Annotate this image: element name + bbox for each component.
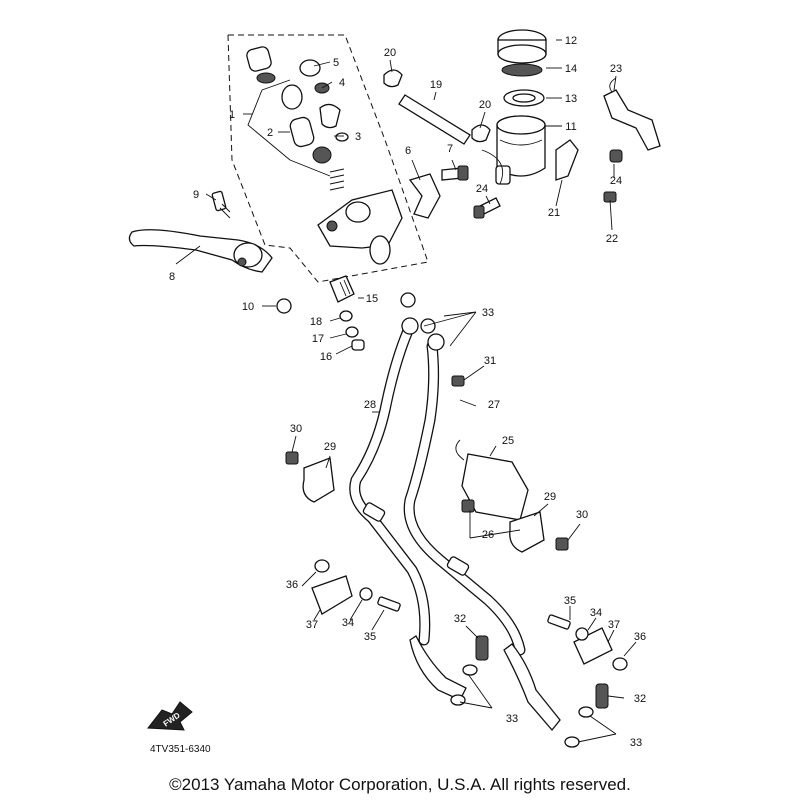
callout-33c: 33 [630, 737, 642, 749]
callout-labels: 1 2 3 4 5 6 7 8 9 10 11 12 13 14 15 16 1… [169, 35, 646, 749]
callout-32b: 32 [634, 693, 646, 705]
callout-20b: 20 [479, 99, 491, 111]
brake-hoses [349, 292, 561, 732]
callout-3: 3 [355, 131, 361, 143]
callout-9: 9 [193, 189, 199, 201]
callout-1: 1 [229, 109, 235, 121]
callout-35b: 35 [564, 595, 576, 607]
callout-37b: 37 [608, 619, 620, 631]
callout-36b: 36 [634, 631, 646, 643]
callout-37a: 37 [306, 619, 318, 631]
callout-22: 22 [606, 233, 618, 245]
callout-16: 16 [320, 351, 332, 363]
copyright-notice: ©2013 Yamaha Motor Corporation, U.S.A. A… [169, 775, 631, 794]
hose-clamps [285, 451, 569, 553]
callout-13: 13 [565, 93, 577, 105]
callout-29a: 29 [324, 441, 336, 453]
lower-brackets [311, 559, 628, 671]
callout-31: 31 [484, 355, 496, 367]
callout-30a: 30 [290, 423, 302, 435]
callout-26: 26 [482, 529, 494, 541]
callout-12: 12 [565, 35, 577, 47]
callout-21: 21 [548, 207, 560, 219]
callout-29b: 29 [544, 491, 556, 503]
callout-34b: 34 [590, 607, 602, 619]
callout-36a: 36 [286, 579, 298, 591]
callout-28: 28 [364, 399, 376, 411]
callout-24a: 24 [476, 183, 488, 195]
callout-32a: 32 [454, 613, 466, 625]
callout-2: 2 [267, 127, 273, 139]
master-cylinder-assembly-outline [227, 34, 429, 283]
callout-17: 17 [312, 333, 324, 345]
callout-4: 4 [339, 77, 345, 89]
callout-6: 6 [405, 145, 411, 157]
callout-24b: 24 [610, 175, 622, 187]
callout-7: 7 [447, 143, 453, 155]
callout-27: 27 [488, 399, 500, 411]
callout-33a: 33 [482, 307, 494, 319]
callout-10: 10 [242, 301, 254, 313]
fwd-arrow: FWD [147, 701, 193, 731]
master-cylinder-body [317, 165, 469, 265]
callout-18: 18 [310, 316, 322, 328]
brake-switch [329, 275, 365, 351]
callout-34a: 34 [342, 617, 354, 629]
piston-kit [246, 46, 349, 191]
callout-35a: 35 [364, 631, 376, 643]
callout-11: 11 [565, 121, 576, 133]
union-bolts [450, 635, 609, 748]
callout-5: 5 [333, 57, 339, 69]
callout-33b: 33 [506, 713, 518, 725]
callout-30b: 30 [576, 509, 588, 521]
callout-23: 23 [610, 63, 622, 75]
callout-8: 8 [169, 271, 175, 283]
callout-19: 19 [430, 79, 442, 91]
leader-lines [175, 39, 637, 743]
brake-lever [128, 190, 292, 314]
reference-code: 4TV351-6340 [150, 744, 211, 755]
reservoir-tank [383, 29, 547, 185]
reservoir-bracket [473, 77, 661, 219]
callout-15: 15 [366, 293, 378, 305]
callout-14: 14 [565, 63, 577, 75]
callout-25: 25 [502, 435, 514, 447]
callout-20a: 20 [384, 47, 396, 59]
